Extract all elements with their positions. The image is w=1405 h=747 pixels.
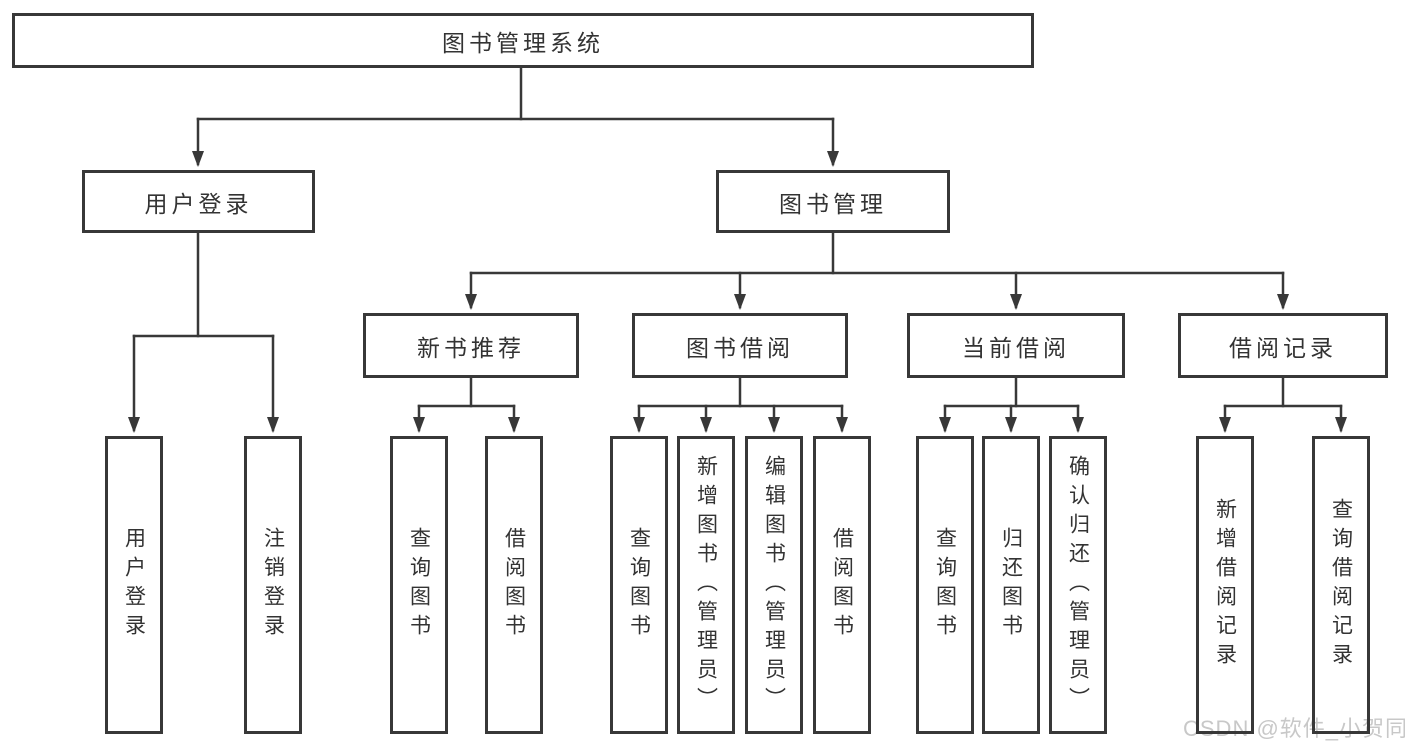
node-borrow-records: 借阅记录 — [1178, 313, 1388, 378]
leaf-newbook-query-books: 查询图书 — [390, 436, 448, 734]
node-root: 图书管理系统 — [12, 13, 1034, 68]
node-book-management: 图书管理 — [716, 170, 950, 233]
leaf-current-confirm-return-admin: 确认归还（管理员） — [1049, 436, 1107, 734]
node-current-borrow: 当前借阅 — [907, 313, 1125, 378]
node-new-book-recommend: 新书推荐 — [363, 313, 579, 378]
leaf-current-query-books: 查询图书 — [916, 436, 974, 734]
leaf-current-return-books: 归还图书 — [982, 436, 1040, 734]
leaf-records-add-record: 新增借阅记录 — [1196, 436, 1254, 734]
leaf-user-login: 用户登录 — [105, 436, 163, 734]
node-book-borrow: 图书借阅 — [632, 313, 848, 378]
leaf-records-query-record: 查询借阅记录 — [1312, 436, 1370, 734]
leaf-borrow-query-books: 查询图书 — [610, 436, 668, 734]
leaf-borrow-edit-books-admin: 编辑图书（管理员） — [745, 436, 803, 734]
leaf-logout: 注销登录 — [244, 436, 302, 734]
leaf-borrow-borrow-books: 借阅图书 — [813, 436, 871, 734]
leaf-newbook-borrow-books: 借阅图书 — [485, 436, 543, 734]
leaf-borrow-add-books-admin: 新增图书（管理员） — [677, 436, 735, 734]
watermark-text: CSDN @软件_小贺同学 — [1183, 716, 1405, 741]
node-user-login: 用户登录 — [82, 170, 315, 233]
